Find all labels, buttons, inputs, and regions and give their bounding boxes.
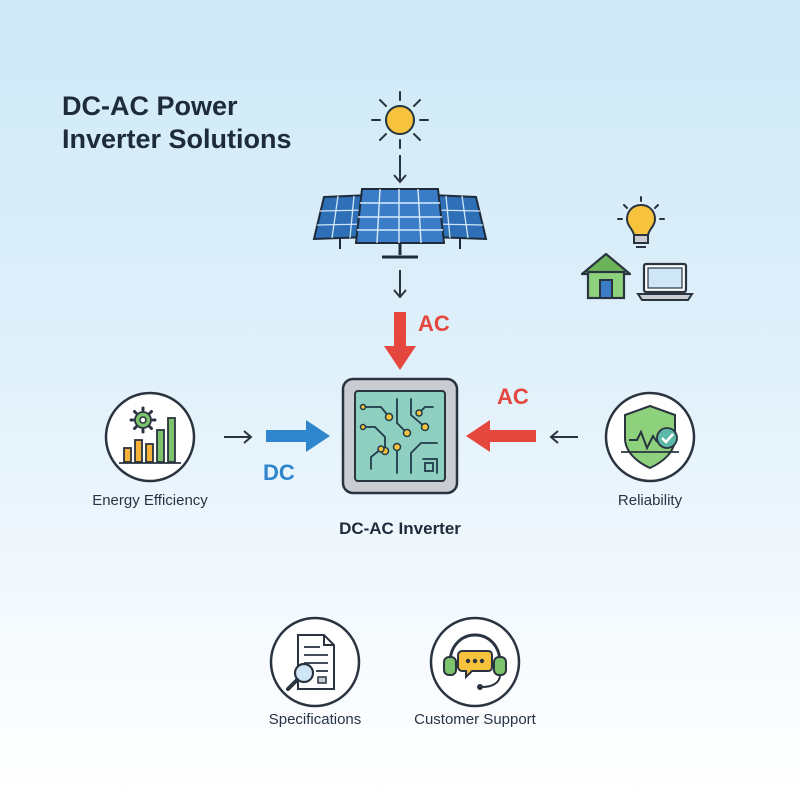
right-arrow-small: [224, 430, 253, 444]
feature-label-reliability: Reliability: [617, 492, 683, 509]
chart-gear-icon: [104, 391, 196, 483]
laptop-icon: [636, 262, 694, 301]
sun-icon: [371, 91, 429, 149]
feature-label-energy-efficiency: Energy Efficiency: [92, 492, 208, 509]
ac-arrow-top: [384, 312, 416, 370]
down-arrow-small: [393, 270, 407, 299]
shield-check-icon: [604, 391, 696, 483]
left-arrow-small: [549, 430, 578, 444]
ac-tag-right: AC: [497, 384, 529, 409]
house-icon: [580, 252, 632, 300]
feature-label-customer-support: Customer Support: [414, 711, 536, 728]
down-arrow-small: [393, 155, 407, 184]
circuit-chip-icon: [341, 377, 459, 495]
headset-chat-icon: [429, 616, 521, 708]
solar-panel-icon: [312, 188, 488, 259]
ac-arrow-right: [466, 420, 536, 452]
page-title: DC-AC Power Inverter Solutions: [62, 91, 292, 154]
feature-label-specifications: Specifications: [268, 711, 362, 728]
document-search-icon: [269, 616, 361, 708]
dc-tag-left: DC: [263, 460, 295, 485]
dc-arrow-left: [266, 420, 330, 452]
ac-tag-top: AC: [418, 311, 450, 336]
lightbulb-icon: [617, 196, 665, 248]
inverter-label: DC-AC Inverter: [339, 519, 461, 538]
